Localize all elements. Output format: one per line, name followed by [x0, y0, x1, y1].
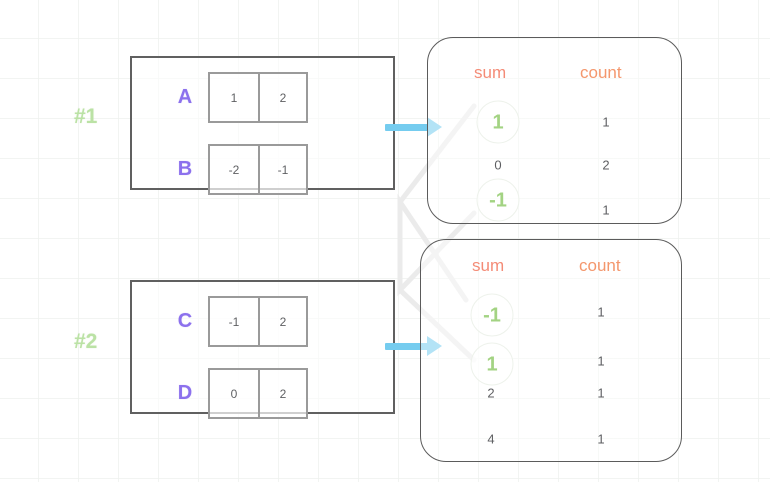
- row-cells: 1 2: [208, 72, 308, 123]
- count-value: 1: [597, 304, 605, 320]
- matrix-cell: -2: [228, 162, 240, 177]
- sum-value-highlighted: -1: [470, 293, 514, 337]
- matrix-row: C -1 2: [162, 296, 308, 347]
- row-cells: -1 2: [208, 296, 308, 347]
- row-label-c: C: [177, 310, 193, 332]
- count-value: 1: [597, 431, 605, 447]
- input-partition-2: C -1 2 D 0 2: [130, 280, 395, 419]
- matrix-cell: 1: [230, 90, 238, 105]
- sum-value-highlighted: 1: [470, 342, 514, 386]
- column-header-sum: sum: [474, 63, 507, 82]
- sum-value: 0: [494, 157, 502, 173]
- column-header-count: count: [580, 63, 622, 82]
- row-label-b: B: [177, 158, 193, 180]
- count-value: 1: [602, 114, 610, 130]
- count-value: 1: [602, 202, 610, 218]
- column-header-count: count: [579, 256, 621, 275]
- row-label-d: D: [177, 382, 193, 404]
- input-partition-1: A 1 2 B -2 -1: [130, 56, 395, 195]
- matrix-row: D 0 2: [162, 368, 308, 419]
- sum-value-highlighted: 1: [476, 100, 520, 144]
- matrix-cell: 2: [258, 74, 306, 121]
- arrow-icon-partition-1: [385, 117, 442, 137]
- column-header-sum: sum: [472, 256, 505, 275]
- count-value: 1: [597, 385, 605, 401]
- matrix-cell: -1: [258, 146, 306, 193]
- matrix-row: B -2 -1: [162, 144, 308, 195]
- matrix-cell: 0: [230, 386, 238, 401]
- section-marker-1: #1: [74, 105, 98, 128]
- section-marker-2: #2: [74, 330, 98, 353]
- matrix-cell: 2: [258, 370, 306, 417]
- sum-value: 2: [487, 385, 495, 401]
- result-table-2: sum count -1 1 1 1 2 1 4 1: [420, 239, 682, 462]
- matrix-cell: 2: [258, 298, 306, 345]
- count-value: 2: [602, 157, 610, 173]
- sum-value-highlighted: -1: [476, 178, 520, 222]
- arrow-icon-partition-2: [385, 336, 442, 356]
- matrix-cell: -1: [228, 314, 240, 329]
- row-cells: 0 2: [208, 368, 308, 419]
- count-value: 1: [597, 353, 605, 369]
- matrix-row: A 1 2: [162, 72, 308, 123]
- sum-value: 4: [487, 431, 495, 447]
- result-table-1: sum count 1 1 0 2 -1 1: [427, 37, 682, 224]
- row-label-a: A: [177, 86, 193, 108]
- row-cells: -2 -1: [208, 144, 308, 195]
